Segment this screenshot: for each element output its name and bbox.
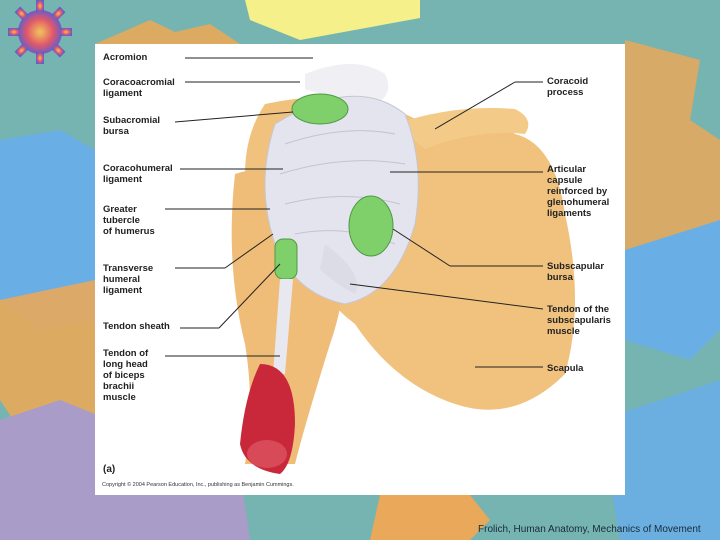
gear-icon	[8, 0, 72, 64]
label-articular-capsule: Articular capsule reinforced by glenohum…	[547, 164, 610, 219]
biceps-tendon	[273, 279, 293, 374]
label-coracoid-process: Coracoid process	[547, 76, 589, 98]
label-scapula: Scapula	[547, 363, 584, 374]
label-tendon-sheath: Tendon sheath	[103, 321, 170, 332]
subacromial-bursa	[291, 93, 349, 125]
anatomy-figure: Acromion Coracoacromial ligament Subacro…	[95, 44, 625, 495]
shoulder-illustration	[165, 57, 575, 474]
copyright-notice: Copyright © 2004 Pearson Education, Inc.…	[102, 482, 294, 488]
label-acromion: Acromion	[103, 52, 148, 63]
coracoid-process	[395, 108, 529, 149]
label-subscapular-bursa: Subscapular bursa	[547, 261, 605, 283]
figure-part-label: (a)	[103, 464, 116, 475]
label-transverse-humeral-ligament: Transverse humeral ligament	[103, 263, 154, 296]
label-coracoacromial-ligament: Coracoacromial ligament	[103, 77, 175, 99]
label-tendon-subscapularis: Tendon of the subscapularis muscle	[547, 304, 611, 337]
label-tendon-long-head-biceps: Tendon of long head of biceps brachii mu…	[103, 348, 149, 403]
slide-footer: Frolich, Human Anatomy, Mechanics of Mov…	[478, 524, 701, 535]
label-subacromial-bursa: Subacromial bursa	[103, 115, 161, 137]
tendon-sheath	[274, 238, 298, 280]
label-greater-tubercle: Greater tubercle of humerus	[103, 204, 155, 237]
subscapular-bursa	[348, 195, 394, 257]
label-coracohumeral-ligament: Coracohumeral ligament	[103, 163, 173, 185]
